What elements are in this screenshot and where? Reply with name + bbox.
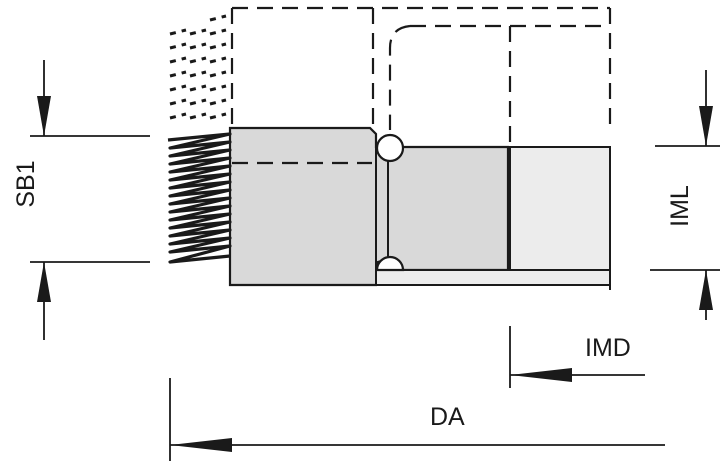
pin-body [228, 126, 510, 287]
spring [167, 132, 232, 264]
sb1-dimension [30, 60, 150, 340]
iml-dimension [650, 70, 720, 320]
ball-detent-upper [375, 133, 405, 163]
sb1-label: SB1 [12, 160, 40, 208]
imd-label: IMD [585, 334, 631, 362]
imd-dimension [509, 326, 645, 388]
insert-section [509, 146, 611, 271]
iml-label: IML [666, 185, 694, 227]
bottom-bar [376, 269, 611, 286]
da-dimension [169, 378, 665, 461]
da-label: DA [430, 403, 465, 431]
ball-detent-lower [375, 255, 405, 272]
dashed-upper-spring [169, 14, 227, 120]
dashed-upper-outline [230, 6, 612, 145]
